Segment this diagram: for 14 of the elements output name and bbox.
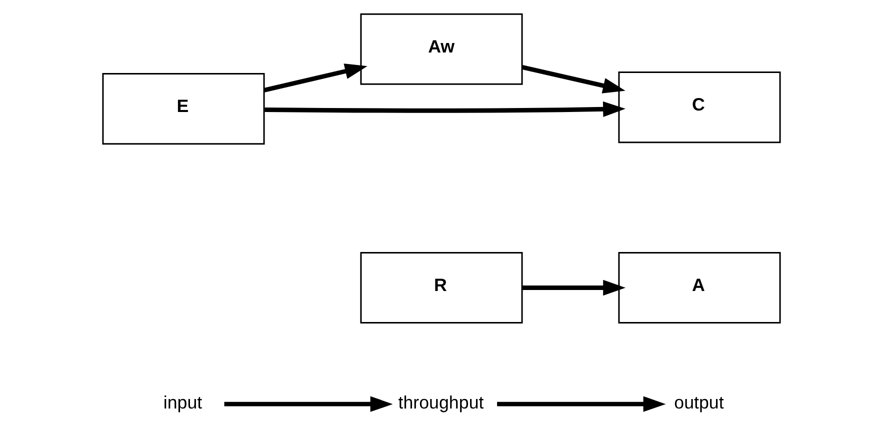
node-text: throughput [398, 392, 484, 413]
arrow [497, 396, 666, 412]
node-text: output [674, 392, 724, 413]
node-box: R [360, 252, 523, 324]
arrow [264, 64, 368, 92]
arrow [522, 65, 626, 94]
arrow [522, 280, 626, 296]
node-box: Aw [360, 13, 523, 85]
node-box: E [102, 73, 265, 145]
arrow [264, 101, 626, 118]
node-text: input [163, 392, 202, 413]
node-box: A [618, 252, 781, 324]
node-box: C [618, 72, 781, 144]
arrow [224, 396, 393, 412]
